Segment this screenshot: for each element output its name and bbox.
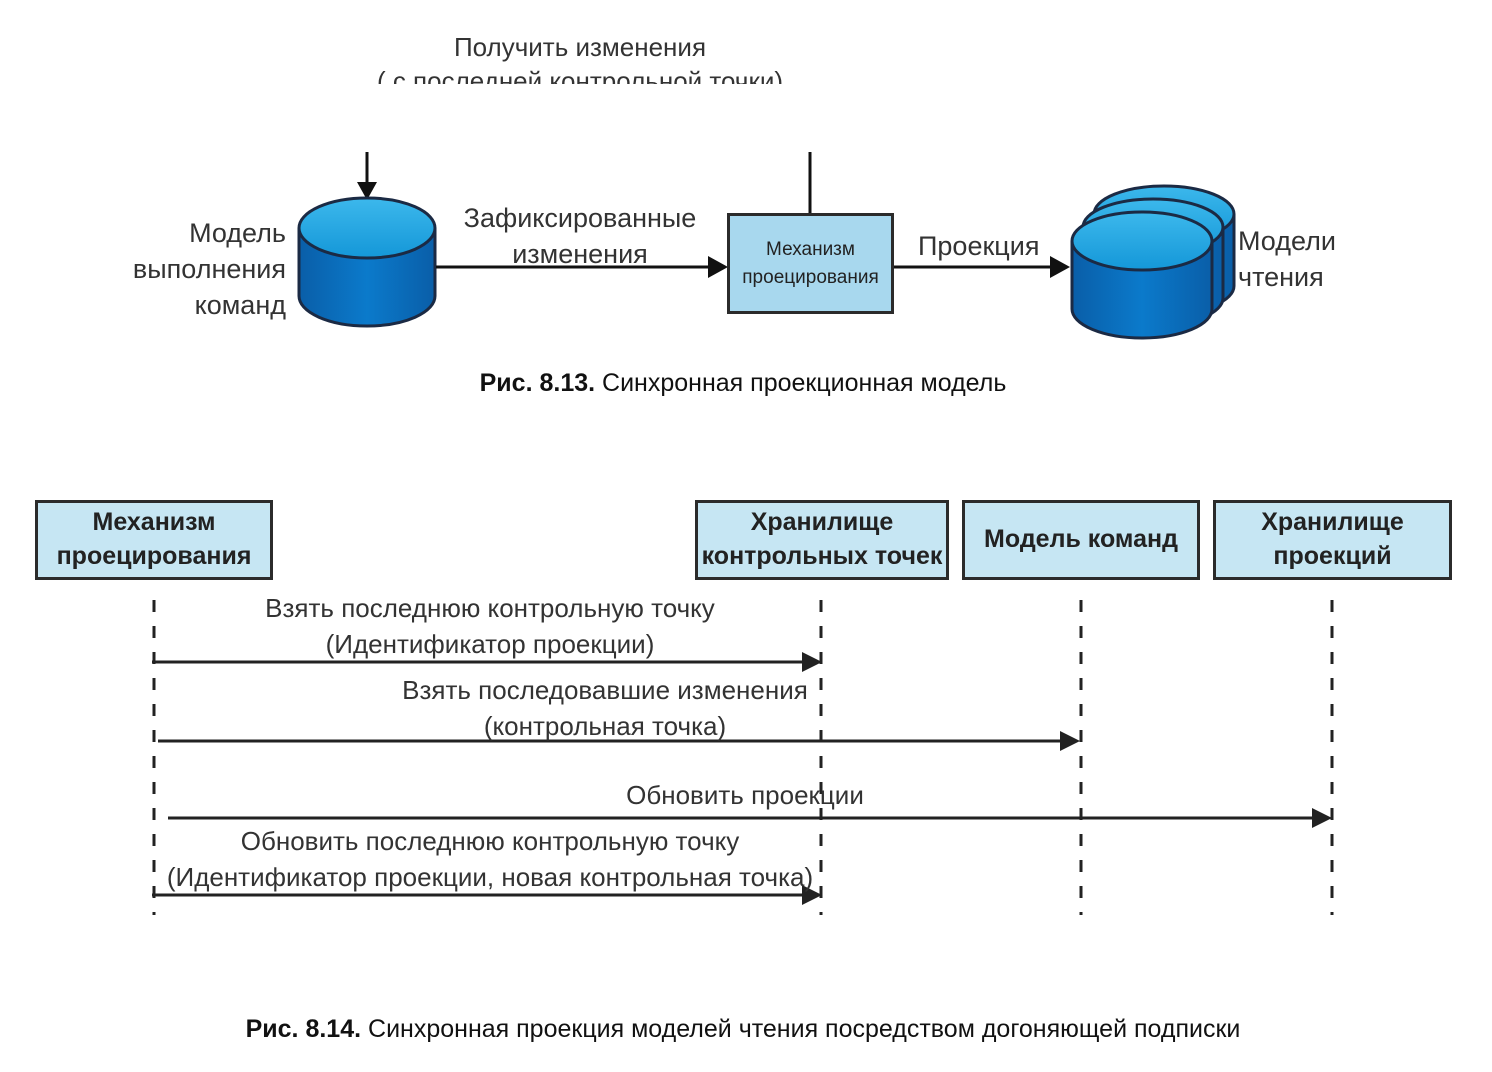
top-input-label-line1: Получить изменения xyxy=(453,32,707,62)
projection-arrow xyxy=(893,256,1070,278)
projection-label: Проекция xyxy=(918,231,1040,261)
lifelines xyxy=(152,600,1334,915)
message-arrow-get-checkpoint xyxy=(152,652,822,672)
message-label-update-projections: Обновить проекции xyxy=(626,780,864,810)
read-models-label: Модели чтения xyxy=(1238,226,1336,292)
input-arrow xyxy=(357,152,377,200)
top-input-label-line2: ( с последней контрольной точки) xyxy=(376,66,784,84)
participant-projection-store: Хранилище проекций xyxy=(1213,500,1452,580)
message-arrow-update-checkpoint xyxy=(152,885,822,905)
projection-mechanism-box: Механизм проецирования xyxy=(727,213,894,314)
committed-changes-arrow xyxy=(436,256,728,278)
message-label-get-checkpoint: Взять последнюю контрольную точку (Идент… xyxy=(265,593,715,659)
command-model-database-icon xyxy=(297,196,437,328)
top-input-label: Получить изменения ( с последней контрол… xyxy=(340,28,820,84)
participant-checkpoint-store: Хранилище контрольных точек xyxy=(695,500,949,580)
message-label-update-checkpoint: Обновить последнюю контрольную точку (Ид… xyxy=(166,826,814,892)
message-label-get-changes: Взять последовавшие изменения (контрольн… xyxy=(402,675,808,741)
participant-projection-mechanism: Механизм проецирования xyxy=(35,500,273,580)
figure-caption-8-13: Рис. 8.13. Синхронная проекционная модел… xyxy=(479,369,1007,397)
participant-command-model: Модель команд xyxy=(962,500,1200,580)
read-models-database-icon xyxy=(1070,184,1236,340)
figure-caption-8-14: Рис. 8.14. Синхронная проекция моделей ч… xyxy=(245,1015,1241,1043)
message-arrow-get-changes xyxy=(158,731,1080,751)
command-model-label: Модель выполнения команд xyxy=(132,218,286,320)
message-arrow-update-projections xyxy=(168,808,1332,828)
committed-changes-label: Зафиксированные изменения xyxy=(463,203,697,269)
